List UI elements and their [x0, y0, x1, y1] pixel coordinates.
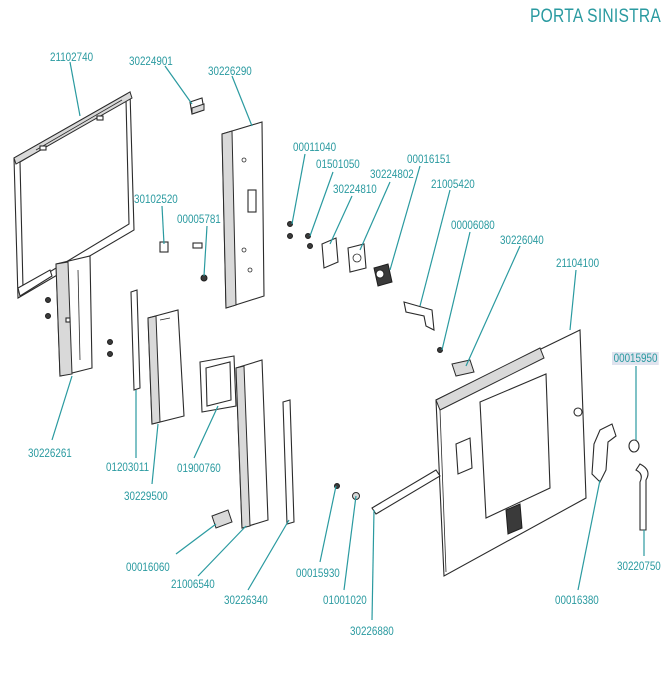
part-screws-right [287, 221, 313, 249]
leader-lines [51, 61, 645, 621]
label-00016060: 00016060 [126, 560, 170, 574]
part-latch-bracket [403, 301, 435, 331]
part-clip [189, 97, 205, 115]
part-screws-left [159, 241, 208, 282]
label-00006080: 00006080 [451, 218, 495, 232]
label-30226290: 30226290 [208, 64, 252, 78]
part-spring [635, 463, 649, 531]
part-long-rail [235, 359, 269, 529]
label-00005781: 00005781 [177, 212, 221, 226]
label-01501050: 01501050 [316, 157, 360, 171]
part-channel [147, 309, 185, 425]
part-hinge-bracket [45, 255, 113, 377]
label-30102520: 30102520 [134, 192, 178, 206]
label-01203011: 01203011 [106, 460, 150, 474]
part-handle [591, 423, 617, 483]
part-latch-body [347, 243, 367, 273]
label-30224901: 30224901 [129, 54, 173, 68]
part-screw [437, 347, 443, 353]
label-00011040: 00011040 [293, 140, 337, 154]
label-21104100: 21104100 [556, 256, 600, 270]
label-30229500: 30229500 [124, 489, 168, 503]
label-00015930: 00015930 [296, 566, 340, 580]
label-00016380: 00016380 [555, 593, 599, 607]
label-01001020: 01001020 [323, 593, 367, 607]
label-30224802: 30224802 [370, 167, 414, 181]
label-30226340: 30226340 [224, 593, 268, 607]
label-01900760: 01900760 [177, 461, 221, 475]
part-block [211, 509, 233, 529]
label-30220750: 30220750 [617, 559, 661, 573]
part-lock-cylinder [373, 263, 393, 287]
label-21005420: 21005420 [431, 177, 475, 191]
label-21102740: 21102740 [50, 50, 94, 64]
label-30226880: 30226880 [350, 624, 394, 638]
part-latch-housing [321, 237, 339, 269]
part-thin-rail [282, 399, 295, 525]
part-small-bracket [451, 359, 475, 377]
part-gasket-frame [199, 355, 237, 413]
part-ring [628, 439, 640, 453]
part-glass-panel [13, 91, 135, 299]
label-30226261: 30226261 [28, 446, 72, 460]
part-seal-strip [130, 289, 141, 391]
part-door [435, 329, 587, 577]
label-21006540: 21006540 [171, 577, 215, 591]
part-hinge-plate [221, 121, 265, 309]
diagram-title: PORTA SINISTRA [530, 6, 662, 27]
label-30224810: 30224810 [333, 182, 377, 196]
label-00016151: 00016151 [407, 152, 451, 166]
label-30226040: 30226040 [500, 233, 544, 247]
label-00015950: 00015950 [612, 351, 660, 365]
part-bottom-rail [371, 469, 441, 515]
